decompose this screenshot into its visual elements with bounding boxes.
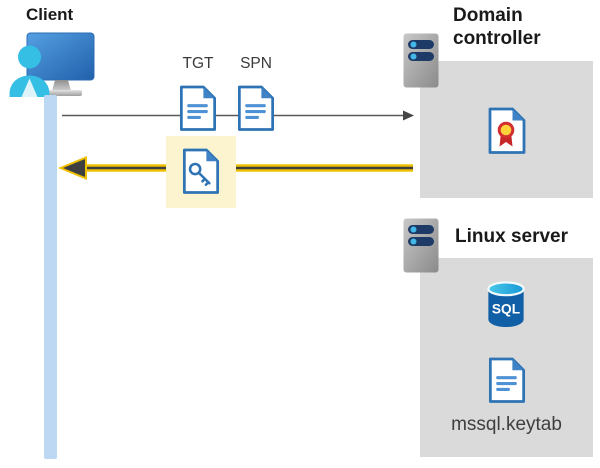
linux-server-icon [403, 218, 439, 273]
sql-database-icon: SQL [487, 281, 525, 328]
client-workstation-icon [9, 32, 95, 97]
keytab-filename: mssql.keytab [451, 414, 562, 435]
key-ticket-document-icon [182, 148, 220, 194]
client-label: Client [26, 5, 74, 24]
tgt-ticket-document-icon [179, 85, 217, 131]
spn-document-icon [237, 85, 275, 131]
spn-label: SPN [240, 55, 272, 72]
domain-controller-title: Domain controller [453, 5, 541, 49]
certificate-document-icon [488, 107, 526, 154]
client-lifeline-bar [44, 95, 57, 459]
request-arrow [62, 110, 414, 121]
sql-icon-text: SQL [492, 301, 520, 316]
domain-controller-server-icon [403, 33, 439, 88]
keytab-file-icon [488, 357, 526, 403]
tgt-label: TGT [182, 55, 214, 72]
ticket-return-arrow [58, 156, 413, 180]
linux-server-title: Linux server [455, 226, 568, 247]
